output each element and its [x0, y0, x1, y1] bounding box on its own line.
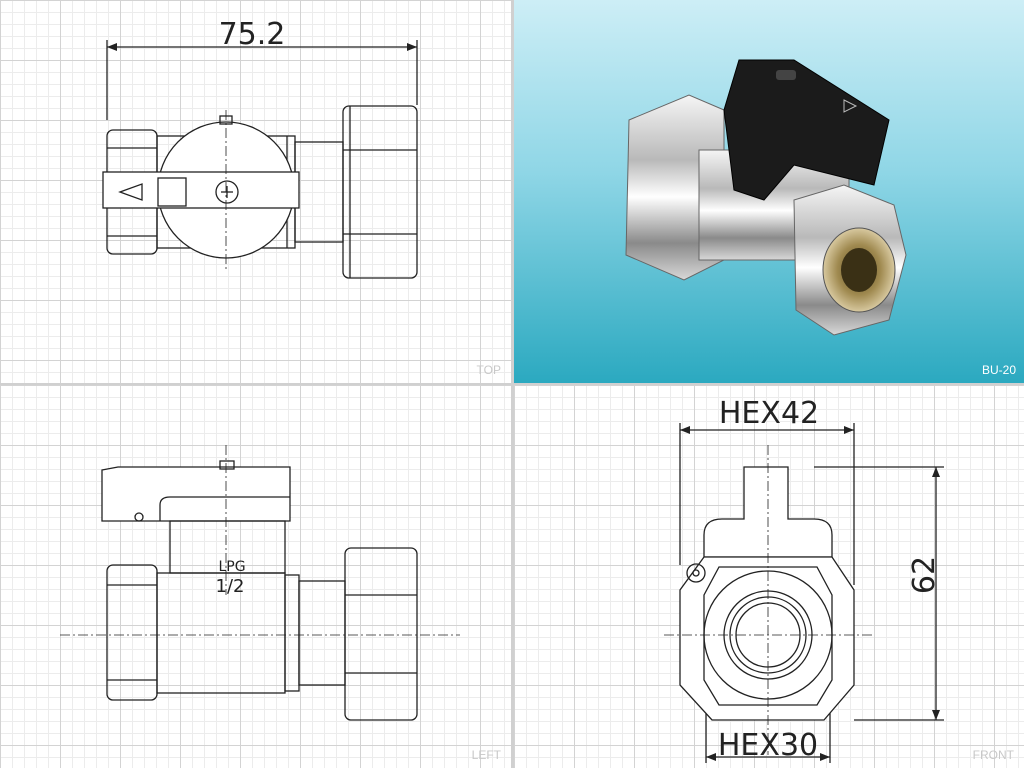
left-view-label: LEFT — [471, 748, 501, 762]
top-view-panel: 75.2 TOP — [0, 0, 511, 383]
height-dimension: 62 — [907, 556, 942, 594]
lpg-marking: LPG — [218, 559, 245, 575]
horizontal-divider — [0, 383, 1024, 385]
product-photo-panel: BU-20 — [514, 0, 1024, 383]
front-view-drawing: HEX42 HEX30 62 — [664, 396, 944, 763]
top-length-dimension: 75.2 — [219, 17, 286, 52]
top-view-label: TOP — [476, 363, 501, 377]
top-view-drawing: 75.2 — [102, 17, 418, 279]
hex30-dimension: HEX30 — [718, 728, 818, 763]
front-view-label: FRONT — [972, 748, 1014, 762]
product-photo — [625, 59, 907, 336]
left-view-panel: LPG 1/2 LEFT — [0, 385, 511, 768]
photo-model-label: BU-20 — [981, 363, 1016, 377]
size-marking: 1/2 — [216, 576, 245, 597]
hex42-dimension: HEX42 — [719, 396, 819, 431]
front-view-panel: HEX42 HEX30 62 FRONT — [514, 385, 1024, 768]
left-view-drawing: LPG 1/2 — [60, 445, 460, 721]
